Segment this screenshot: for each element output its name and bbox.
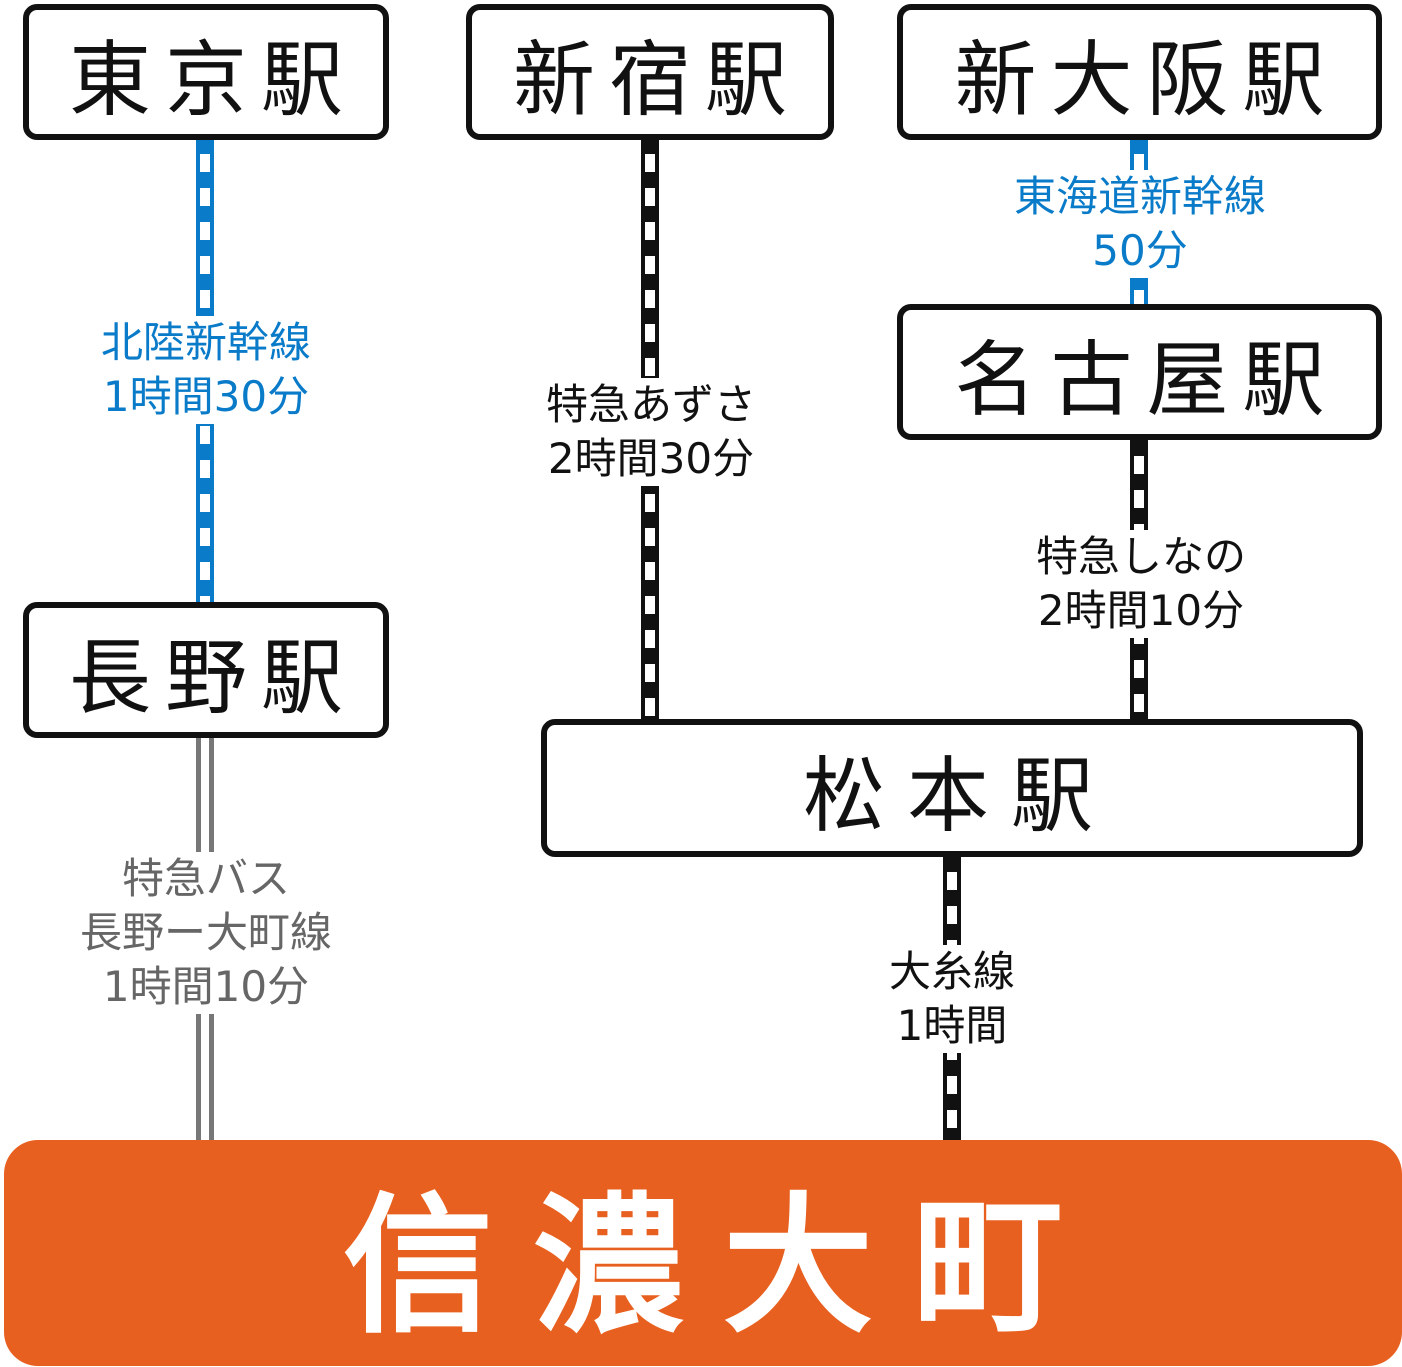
route-line-name: 大糸線 (888, 947, 1015, 996)
route-label-oito: 大糸線 1時間 (872, 945, 1032, 1053)
route-label-shinano: 特急しなの 2時間10分 (1010, 530, 1272, 638)
route-line-name: 特急あずさ (545, 380, 756, 429)
station-matsumoto: 松本駅 (541, 719, 1363, 857)
station-shinjuku: 新宿駅 (466, 4, 834, 140)
station-nagoya: 名古屋駅 (897, 304, 1382, 440)
route-label-hokuriku: 北陸新幹線 1時間30分 (75, 316, 337, 424)
route-line-name: 特急しなの (1035, 532, 1246, 581)
route-label-tokaido: 東海道新幹線 50分 (985, 170, 1295, 278)
route-travel-time: 2時間30分 (547, 434, 755, 483)
destination-shinano-omachi: 信濃大町 (4, 1140, 1402, 1366)
route-travel-time: 2時間10分 (1037, 586, 1245, 635)
route-travel-time: 1時間 (896, 1001, 1008, 1050)
route-label-azusa: 特急あずさ 2時間30分 (520, 378, 782, 486)
route-line-name: 北陸新幹線 (100, 318, 311, 367)
station-tokyo-label: 東京駅 (68, 32, 357, 128)
station-nagano-label: 長野駅 (68, 630, 357, 726)
route-travel-time: 50分 (1092, 226, 1188, 275)
station-shin-osaka-label: 新大阪駅 (954, 32, 1339, 128)
station-shin-osaka: 新大阪駅 (897, 4, 1382, 140)
destination-label: 信濃大町 (342, 1179, 1103, 1354)
station-tokyo: 東京駅 (23, 4, 389, 140)
route-label-bus: 特急バス 長野ー大町線 1時間10分 (56, 852, 356, 1014)
station-shinjuku-label: 新宿駅 (512, 32, 801, 128)
route-line-subname: 長野ー大町線 (79, 908, 332, 957)
station-nagoya-label: 名古屋駅 (954, 332, 1339, 428)
route-line-name: 東海道新幹線 (1013, 172, 1266, 221)
station-matsumoto-label: 松本駅 (802, 748, 1115, 844)
station-nagano: 長野駅 (23, 602, 389, 738)
route-travel-time: 1時間30分 (102, 372, 310, 421)
route-line-name: 特急バス (121, 854, 290, 903)
route-travel-time: 1時間10分 (102, 962, 310, 1011)
